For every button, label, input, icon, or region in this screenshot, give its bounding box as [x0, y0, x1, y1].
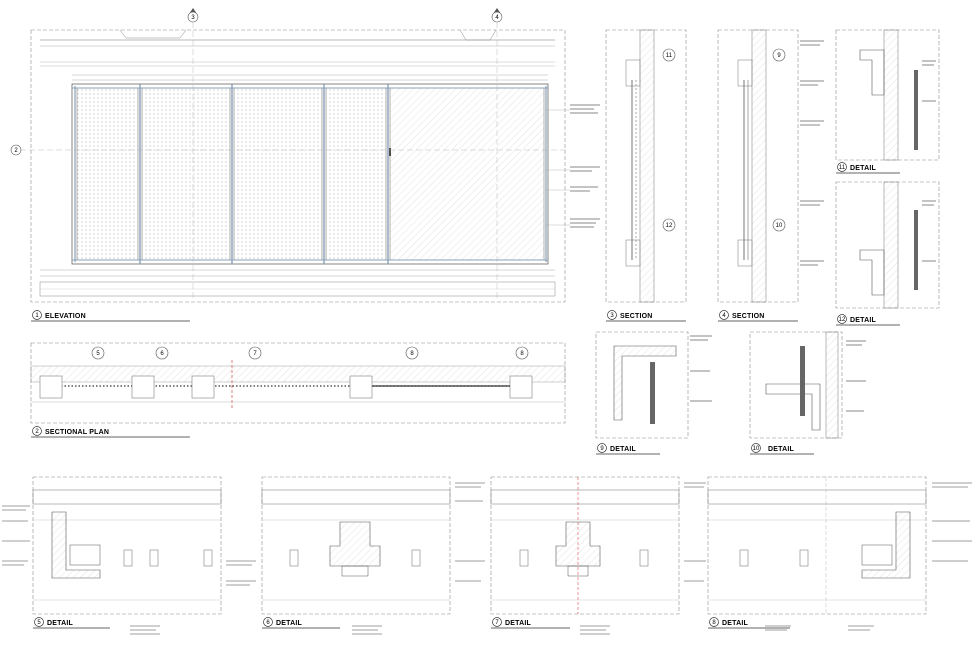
callout-label: 10: [776, 223, 783, 229]
callout-section-4[interactable]: [491, 11, 503, 23]
view-number: 3: [610, 313, 614, 319]
callout-detail-11[interactable]: [662, 48, 676, 62]
callout-label: 5: [96, 351, 100, 357]
callout-detail-7[interactable]: [248, 346, 262, 360]
callout-detail-8a[interactable]: [405, 346, 419, 360]
view-title-detail: DETAIL: [47, 620, 73, 627]
view-title-detail: DETAIL: [610, 446, 636, 453]
view-title-detail: DETAIL: [850, 165, 876, 172]
view-number: 2: [35, 429, 39, 435]
view-title-detail: DETAIL: [850, 317, 876, 324]
callout-detail-12[interactable]: [662, 218, 676, 232]
panel-2: [141, 87, 231, 261]
detail-11-view: 11 DETAIL: [835, 29, 940, 174]
view-title-detail: DETAIL: [505, 620, 531, 627]
view-number-badge: [32, 310, 42, 320]
callout-label: 9: [777, 53, 781, 59]
panel-5: [389, 87, 545, 261]
view-title-detail: DETAIL: [768, 446, 794, 453]
callout-detail-6[interactable]: [155, 346, 169, 360]
elevation-view: 3 4 2 1 ELEVATION: [10, 8, 600, 322]
section-3-view: 11 12 3 SECTION: [605, 29, 687, 322]
callout-label: 2: [14, 148, 18, 154]
callout-label: 4: [495, 15, 499, 21]
detail-6-view: 6 DETAIL: [261, 476, 451, 629]
detail-9-view: 9 DETAIL: [595, 331, 712, 455]
callout-label: 8: [410, 351, 414, 357]
annotation-notes: [2, 482, 972, 635]
callout-label: 3: [191, 15, 195, 21]
view-number: 10: [753, 446, 760, 452]
view-number: 5: [37, 620, 41, 626]
view-title-section: SECTION: [732, 313, 765, 320]
callout-label: 12: [666, 223, 673, 229]
view-title-elevation: ELEVATION: [45, 313, 86, 320]
callout-plan-2[interactable]: [10, 144, 22, 156]
detail-7-view: 7 DETAIL: [490, 476, 680, 629]
detail-8-view: 8 DETAIL: [707, 476, 927, 629]
view-title-section: SECTION: [620, 313, 653, 320]
section-4-view: 9 10 4 SECTION: [717, 29, 824, 322]
view-number: 8: [712, 620, 716, 626]
panel-4: [325, 87, 387, 261]
sectional-plan-view: 5 6 7 8 8 2 SECTIONAL PLAN: [30, 342, 566, 438]
callout-label: 7: [253, 351, 257, 357]
view-title-detail: DETAIL: [722, 620, 748, 627]
view-number: 7: [495, 620, 499, 626]
detail-10-view: 10 DETAIL: [749, 331, 866, 455]
elevation-frame: [30, 29, 566, 303]
callout-detail-9[interactable]: [772, 48, 786, 62]
detail-5-view: 5 DETAIL: [32, 476, 222, 629]
callout-label: 6: [160, 351, 164, 357]
view-number: 6: [266, 620, 270, 626]
callout-detail-5[interactable]: [91, 346, 105, 360]
elevation-panel-outline: [71, 83, 549, 265]
callout-detail-10[interactable]: [772, 218, 786, 232]
callout-section-3[interactable]: [187, 11, 199, 23]
detail-12-view: 12 DETAIL: [835, 181, 940, 326]
view-number: 12: [839, 317, 846, 323]
callout-label: 11: [666, 53, 673, 59]
panel-3: [233, 87, 323, 261]
callout-detail-8b[interactable]: [515, 346, 529, 360]
panel-1: [76, 87, 139, 261]
view-number: 11: [839, 165, 846, 171]
view-number: 1: [35, 313, 39, 319]
view-title-sectional-plan: SECTIONAL PLAN: [45, 429, 109, 436]
view-number: 9: [600, 446, 604, 452]
view-number: 4: [722, 313, 726, 319]
callout-label: 8: [520, 351, 524, 357]
view-title-detail: DETAIL: [276, 620, 302, 627]
